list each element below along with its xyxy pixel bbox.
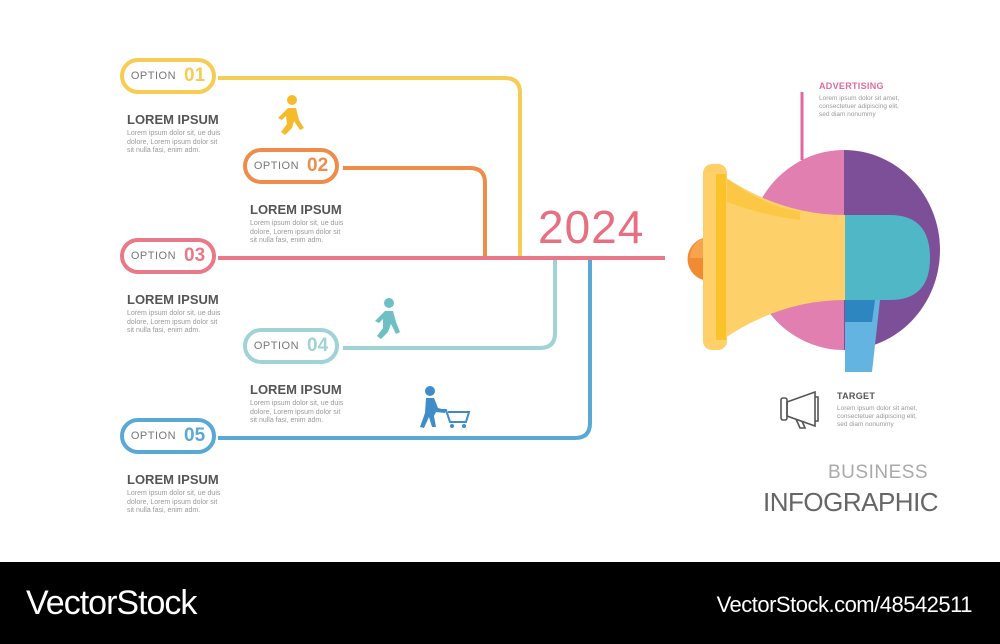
infographic-stage: OPTION 01 OPTION 02 OPTION 03 OPTION 04 … xyxy=(120,58,940,517)
connector-lines xyxy=(218,76,940,440)
advertising-description: Lorem ipsum dolor sit amet, consectetuer… xyxy=(819,95,919,119)
option-label: OPTION xyxy=(130,250,177,262)
option-03-description: Lorem ipsum dolor sit, ue duis dolore, L… xyxy=(127,310,227,336)
description-line: consectetuer adipiscing elit, xyxy=(837,413,917,420)
walking-person-icon xyxy=(375,298,400,339)
megaphone-outline-icon xyxy=(780,390,819,429)
description-line: Lorem ipsum dolor sit amet, xyxy=(837,405,918,412)
walking-person-icon xyxy=(278,95,304,135)
description-line: sit nulla fasi, enim adm. xyxy=(127,327,201,334)
connector-line-02 xyxy=(343,166,487,258)
option-01-title: LOREM IPSUM xyxy=(127,112,219,127)
option-05-title: LOREM IPSUM xyxy=(127,472,219,487)
person-with-cart-icon xyxy=(420,386,471,428)
option-number: 04 xyxy=(307,335,329,356)
option-05-description: Lorem ipsum dolor sit, ue duis dolore, L… xyxy=(127,490,227,516)
option-04-pill: OPTION 04 xyxy=(243,328,339,364)
option-label: OPTION xyxy=(253,340,300,352)
description-line: dolore, Lorem ipsum dolor sit xyxy=(250,408,341,416)
connector-line-05 xyxy=(218,258,592,440)
description-line: sit nulla fasi, enim adm. xyxy=(127,147,201,154)
target-title: TARGET xyxy=(837,391,876,401)
description-line: dolore, Lorem ipsum dolor sit xyxy=(127,498,218,506)
option-number: 03 xyxy=(184,245,206,266)
description-line: sed diam nonummy xyxy=(819,111,876,118)
year-label: 2024 xyxy=(538,201,645,253)
option-label: OPTION xyxy=(130,430,177,442)
description-line: sit nulla fasi, enim adm. xyxy=(127,507,201,514)
description-line: Lorem ipsum dolor sit, ue duis xyxy=(127,310,221,317)
option-03-pill: OPTION 03 xyxy=(120,238,216,274)
business-label: BUSINESS xyxy=(828,462,929,483)
description-line: sit nulla fasi, enim adm. xyxy=(250,237,324,244)
brand-name: VectorStock xyxy=(26,584,197,622)
option-03-title: LOREM IPSUM xyxy=(127,292,219,307)
description-line: consectetuer adipiscing elit, xyxy=(819,103,899,110)
watermark-banner: VectorStock VectorStock.com/48542511 xyxy=(0,562,1000,644)
infographic-label: INFOGRAPHIC xyxy=(763,487,939,517)
description-line: sed diam nonummy xyxy=(837,421,894,428)
megaphone-icon xyxy=(687,150,940,372)
option-number: 02 xyxy=(307,155,329,176)
description-line: Lorem ipsum dolor sit amet, xyxy=(819,95,900,102)
connector-line-04 xyxy=(343,258,557,350)
description-line: Lorem ipsum dolor sit, ue duis xyxy=(127,130,221,137)
option-04-title: LOREM IPSUM xyxy=(250,382,342,397)
option-number: 01 xyxy=(184,65,206,86)
image-id: VectorStock.com/48542511 xyxy=(716,592,973,617)
advertising-title: ADVERTISING xyxy=(819,81,884,91)
description-line: dolore, Lorem ipsum dolor sit xyxy=(250,228,341,236)
description-line: Lorem ipsum dolor sit, ue duis xyxy=(127,490,221,497)
target-description: Lorem ipsum dolor sit amet, consectetuer… xyxy=(837,405,937,429)
option-02-description: Lorem ipsum dolor sit, ue duis dolore, L… xyxy=(250,220,350,246)
option-01-pill: OPTION 01 xyxy=(120,58,216,94)
connector-line-01 xyxy=(218,76,522,258)
option-number: 05 xyxy=(184,425,206,446)
option-label: OPTION xyxy=(253,160,300,172)
option-04-description: Lorem ipsum dolor sit, ue duis dolore, L… xyxy=(250,400,350,426)
description-line: sit nulla fasi, enim adm. xyxy=(250,417,324,424)
option-01-description: Lorem ipsum dolor sit, ue duis dolore, L… xyxy=(127,130,227,156)
option-label: OPTION xyxy=(130,70,177,82)
option-02-title: LOREM IPSUM xyxy=(250,202,342,217)
description-line: dolore, Lorem ipsum dolor sit xyxy=(127,318,218,326)
description-line: Lorem ipsum dolor sit, ue duis xyxy=(250,220,344,227)
option-05-pill: OPTION 05 xyxy=(120,418,216,454)
option-02-pill: OPTION 02 xyxy=(243,148,339,184)
description-line: Lorem ipsum dolor sit, ue duis xyxy=(250,400,344,407)
description-line: dolore, Lorem ipsum dolor sit xyxy=(127,138,218,146)
